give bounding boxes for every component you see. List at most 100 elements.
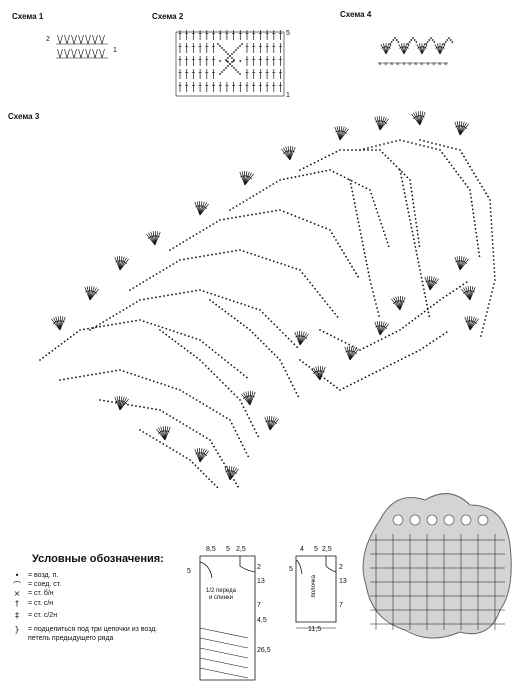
scheme2-frame xyxy=(175,31,285,97)
chain-dot xyxy=(455,170,458,173)
chain-dot xyxy=(199,401,201,403)
stitch-post xyxy=(467,286,471,301)
stitch-post xyxy=(59,316,66,331)
chain-dot xyxy=(60,342,63,345)
chain-dot xyxy=(413,210,416,213)
chain-dot xyxy=(311,284,314,287)
chain-dot xyxy=(152,380,155,383)
chain-dot xyxy=(51,349,54,352)
chain-dot xyxy=(291,266,294,269)
stitch-post xyxy=(244,171,248,186)
chain-dot xyxy=(176,331,179,334)
stitch-post xyxy=(299,331,305,346)
back-dim-r1: 2 xyxy=(257,564,261,571)
chain-dot xyxy=(145,433,148,435)
chain-dot xyxy=(405,199,408,202)
chain-dot xyxy=(371,146,373,148)
chain-dot xyxy=(354,206,357,208)
chain-dot xyxy=(426,307,429,310)
stitch-post xyxy=(116,256,121,271)
chain-dot xyxy=(279,209,281,211)
chain-dot xyxy=(159,409,161,411)
chain-dot xyxy=(387,142,389,144)
chain-dot xyxy=(214,294,216,296)
chain-dot xyxy=(195,431,198,433)
chain-dot xyxy=(492,251,495,253)
stitch-post xyxy=(57,316,61,331)
chain-dot xyxy=(240,402,243,405)
chain-dot xyxy=(235,69,237,71)
chain-dot xyxy=(205,437,208,439)
chain-dot xyxy=(196,356,198,359)
stitch-post xyxy=(264,416,271,431)
back-neckline xyxy=(199,561,213,579)
chain-dot xyxy=(351,265,353,268)
chain-dot xyxy=(445,294,448,297)
chain-dot xyxy=(239,73,241,75)
chain-dot xyxy=(476,243,479,246)
template-hole xyxy=(443,514,455,526)
chain-dot xyxy=(75,376,77,379)
chain-dot xyxy=(230,315,233,318)
chain-dot xyxy=(288,377,290,380)
chain-dot xyxy=(366,263,368,266)
legend-text: = подцепиться под три цепочки из возд. п… xyxy=(28,626,158,642)
chain-dot xyxy=(262,342,265,345)
stitch-post xyxy=(156,428,166,441)
stitch-post xyxy=(146,233,156,246)
chain-dot xyxy=(469,165,471,168)
chain-dot xyxy=(409,179,411,181)
legend-title: Условные обозначения: xyxy=(32,553,164,565)
chain-dot xyxy=(155,296,157,299)
chain-dot xyxy=(321,226,324,228)
chain-dot xyxy=(464,182,467,185)
back-armhole xyxy=(239,556,256,573)
chain-dot xyxy=(210,292,213,295)
front-dim-top2: 5 xyxy=(314,546,318,553)
chain-dot xyxy=(139,299,141,301)
chain-dot xyxy=(376,211,379,214)
chain-dot xyxy=(391,141,393,143)
chain-dot xyxy=(375,370,378,373)
chain-dot xyxy=(402,184,404,187)
chain-dot xyxy=(227,217,229,220)
chain-dot xyxy=(432,303,435,306)
chain-dot xyxy=(39,359,41,361)
chain-dot xyxy=(225,59,227,61)
chain-dot xyxy=(423,310,426,313)
chain-dot xyxy=(415,41,418,43)
chain-dot xyxy=(54,347,57,350)
stitch-post xyxy=(469,286,474,301)
chain-dot xyxy=(339,389,341,391)
stitch-post xyxy=(196,201,201,216)
chain-dot xyxy=(247,455,250,458)
stitch-post xyxy=(247,391,251,406)
chain-dot xyxy=(361,185,364,188)
stitch-post xyxy=(241,393,251,406)
chain-dot xyxy=(362,248,365,251)
chain-dot xyxy=(221,47,223,49)
chain-dot xyxy=(276,261,279,264)
chain-dot xyxy=(195,399,198,401)
chain-dot xyxy=(320,375,323,378)
chain-dot xyxy=(243,215,245,217)
stitch-bar xyxy=(344,131,347,134)
chain-dot xyxy=(209,299,211,301)
chain-dot xyxy=(161,326,164,329)
chain-dot xyxy=(229,55,231,57)
chain-dot xyxy=(107,371,109,373)
chain-dot xyxy=(419,272,422,275)
chain-dot xyxy=(309,281,311,284)
chain-dot xyxy=(397,360,400,362)
chain-dot xyxy=(355,149,357,151)
chain-dot xyxy=(236,433,239,436)
chain-dot xyxy=(208,478,210,480)
chain-dot xyxy=(367,271,370,274)
chain-dot xyxy=(405,324,408,327)
chain-dot xyxy=(422,284,424,287)
chain-dot xyxy=(261,256,264,259)
chain-dot xyxy=(212,223,215,225)
chain-dot xyxy=(412,37,414,39)
chain-dot xyxy=(375,149,377,151)
chain-dot xyxy=(233,366,236,369)
